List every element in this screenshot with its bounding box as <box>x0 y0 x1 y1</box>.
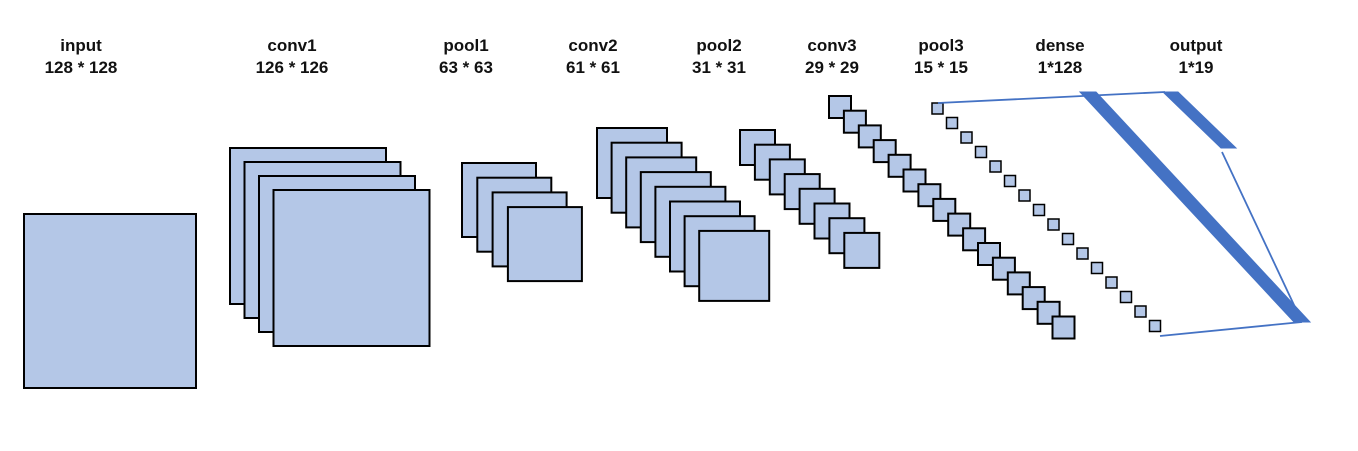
pool2-feature-map <box>843 231 881 269</box>
layer-size-conv2: 61 * 61 <box>566 58 620 77</box>
connection-line <box>937 91 1166 104</box>
layer-conv1 <box>229 147 431 347</box>
layer-size-input: 128 * 128 <box>44 58 118 77</box>
label-dense: dense 1*128 <box>1035 35 1084 79</box>
pool3-feature-map <box>1076 247 1089 260</box>
conv3-feature-map <box>1051 315 1076 340</box>
input-feature-map <box>23 213 197 389</box>
pool3-feature-map <box>1003 174 1017 188</box>
label-pool1: pool1 63 * 63 <box>439 35 493 79</box>
layer-size-output: 1*19 <box>1178 58 1214 77</box>
layer-size-pool1: 63 * 63 <box>439 58 493 77</box>
layer-input <box>23 213 197 389</box>
layer-pool1 <box>461 162 583 283</box>
layer-name-conv2: conv2 <box>568 36 618 55</box>
pool3-feature-map <box>945 116 959 130</box>
layer-size-dense: 1*128 <box>1037 58 1083 77</box>
layer-dense <box>1078 91 1312 323</box>
label-pool2: pool2 31 * 31 <box>692 35 746 79</box>
layer-pool2 <box>739 129 881 269</box>
layer-size-conv1: 126 * 126 <box>255 58 329 77</box>
label-input: input 128 * 128 <box>45 35 118 79</box>
pool3-feature-map <box>1018 189 1031 202</box>
pool3-feature-map <box>1119 290 1133 304</box>
layer-name-pool3: pool3 <box>918 36 964 55</box>
layer-name-input: input <box>60 36 102 55</box>
pool1-feature-map <box>506 206 583 283</box>
connection-line <box>1221 151 1303 323</box>
output-layer-bar <box>1161 91 1238 149</box>
pool3-feature-map <box>931 102 944 115</box>
layer-name-conv1: conv1 <box>267 36 317 55</box>
conv1-feature-map <box>272 189 431 347</box>
dense-layer-bar <box>1078 91 1312 323</box>
pool3-feature-map <box>974 145 988 159</box>
dense-output-connections <box>937 91 1303 337</box>
layer-name-pool2: pool2 <box>696 36 742 55</box>
layer-name-output: output <box>1169 36 1223 55</box>
layer-pool3 <box>931 102 1162 333</box>
layer-name-dense: dense <box>1035 36 1085 55</box>
label-conv1: conv1 126 * 126 <box>256 35 329 79</box>
layer-size-conv3: 29 * 29 <box>805 58 859 77</box>
layer-conv3 <box>828 95 1076 340</box>
pool3-feature-map <box>1148 319 1162 333</box>
layer-name-conv3: conv3 <box>807 36 857 55</box>
layer-conv2 <box>596 127 771 302</box>
label-conv2: conv2 61 * 61 <box>566 35 620 79</box>
pool3-feature-map <box>960 131 973 144</box>
pool3-feature-map <box>1047 218 1060 231</box>
pool3-feature-map <box>1032 203 1046 217</box>
pool3-feature-map <box>1090 261 1104 275</box>
pool3-feature-map <box>1105 276 1118 289</box>
label-output: output 1*19 <box>1170 35 1223 79</box>
label-pool3: pool3 15 * 15 <box>914 35 968 79</box>
conv2-feature-map <box>698 229 771 302</box>
layer-name-pool1: pool1 <box>443 36 489 55</box>
layer-size-pool3: 15 * 15 <box>914 58 968 77</box>
pool3-feature-map <box>1134 305 1147 318</box>
layer-size-pool2: 31 * 31 <box>692 58 746 77</box>
layer-output <box>1161 91 1238 149</box>
connection-line <box>1159 321 1303 337</box>
label-conv3: conv3 29 * 29 <box>805 35 859 79</box>
pool3-feature-map <box>989 160 1002 173</box>
pool3-feature-map <box>1061 232 1075 246</box>
